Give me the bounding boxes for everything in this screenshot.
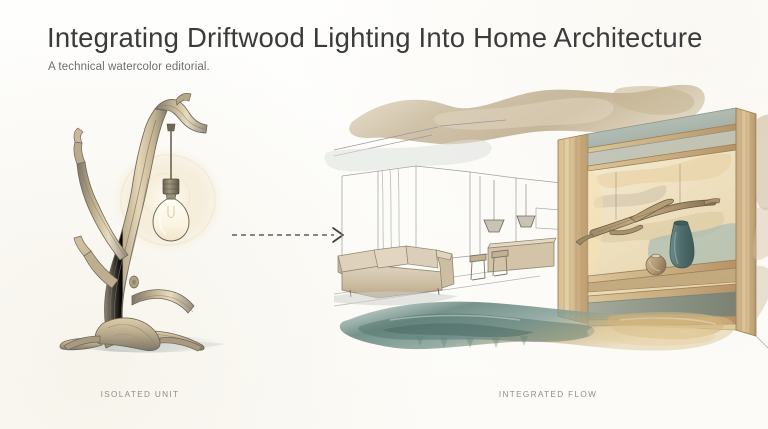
- outer-watercolor-bleed: [753, 114, 768, 320]
- figure-integrated-flow: [320, 80, 768, 380]
- timber-shelving-wall: [557, 107, 768, 349]
- floor-glow-reflection: [587, 325, 716, 346]
- water-reflection-pool: [339, 301, 735, 351]
- pendant-light-fixture: [152, 123, 190, 242]
- gnarled-driftwood-trunk: [59, 92, 208, 352]
- dashed-flow-arrow: [230, 222, 350, 248]
- caption-isolated-unit: ISOLATED UNIT: [100, 390, 180, 399]
- arrow-head-icon: [332, 227, 344, 243]
- flow-arrow-graphic: [232, 227, 344, 243]
- header: Integrating Driftwood Lighting Into Home…: [47, 22, 727, 73]
- cord-mount: [166, 123, 176, 132]
- figure-isolated-unit: [40, 92, 320, 377]
- driftwood-lamp-illustration: [59, 92, 226, 353]
- left-wall-wash: [324, 139, 492, 172]
- bulb-socket: [162, 178, 180, 195]
- caption-integrated-flow: INTEGRATED FLOW: [498, 390, 598, 399]
- pendant-lamps: [483, 180, 536, 233]
- ceramic-bowl: [645, 253, 667, 276]
- bar-stools: [469, 249, 509, 281]
- kitchen-island: [487, 237, 557, 273]
- page-title: Integrating Driftwood Lighting Into Home…: [47, 22, 703, 53]
- interior-architecture-illustration: [324, 84, 768, 351]
- suspended-driftwood-branch: [575, 164, 721, 246]
- teal-vase: [669, 220, 695, 269]
- page-subtitle: A technical watercolor editorial.: [48, 60, 210, 73]
- living-room-sofa: [334, 245, 458, 306]
